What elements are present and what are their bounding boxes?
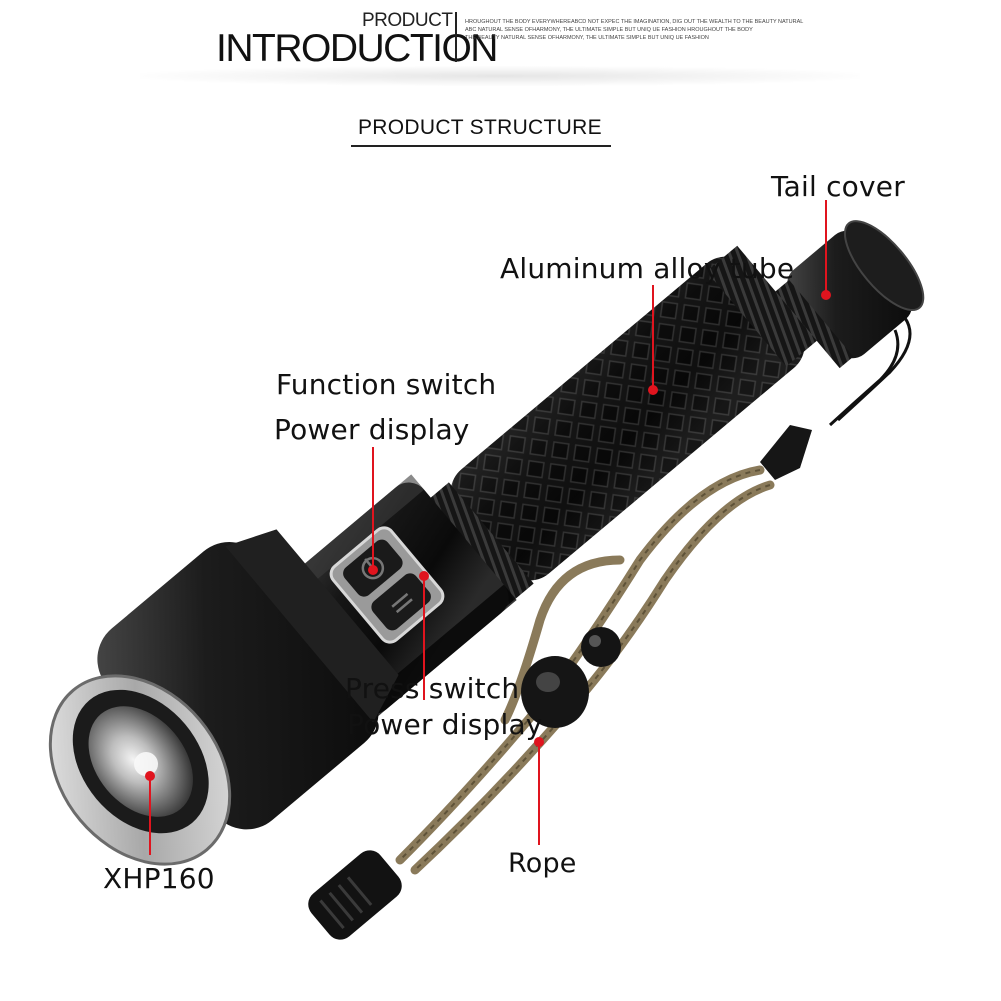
leader-lines (149, 200, 827, 855)
section-title: PRODUCT STRUCTURE (358, 116, 602, 139)
header-blurb: HROUGHOUT THE BODY EVERYWHEREABCD NOT EX… (465, 18, 804, 42)
header-shadow (140, 66, 860, 86)
aluminum-tube (416, 245, 817, 611)
label-function-switch: Function switch (276, 368, 497, 401)
header-big-title: INTRODUCTION (216, 27, 498, 70)
label-led: XHP160 (103, 862, 215, 895)
rope-bead (581, 627, 621, 667)
header-blurb-line: HROUGHOUT THE BODY EVERYWHEREABCD NOT EX… (465, 19, 804, 25)
leader-dots (145, 290, 831, 781)
label-rope: Rope (508, 848, 577, 879)
header-blurb-line: ABC NATURAL SENSE OFHARMONY, THE ULTIMAT… (465, 27, 753, 33)
section-underline (351, 145, 611, 147)
tail-cap (775, 220, 925, 369)
label-power-display-top: Power display (274, 413, 470, 446)
label-press-switch: Press switch (345, 672, 520, 705)
header-small-title: PRODUCT (362, 10, 453, 31)
label-power-display-bottom: Power display (347, 708, 543, 741)
rope-stopper (521, 656, 589, 728)
header-blurb-line: THE BEAUTY NATURAL SENSE OFHARMONY, THE … (465, 35, 709, 41)
label-aluminum-tube: Aluminum alloy tube (500, 252, 795, 285)
flashlight (48, 220, 925, 940)
bezel (48, 674, 232, 866)
rope-end-cap (308, 850, 402, 940)
flashlight-head (97, 529, 399, 830)
label-tail-cover: Tail cover (771, 170, 905, 203)
header-divider (455, 12, 457, 62)
lanyard-clip (760, 317, 912, 480)
